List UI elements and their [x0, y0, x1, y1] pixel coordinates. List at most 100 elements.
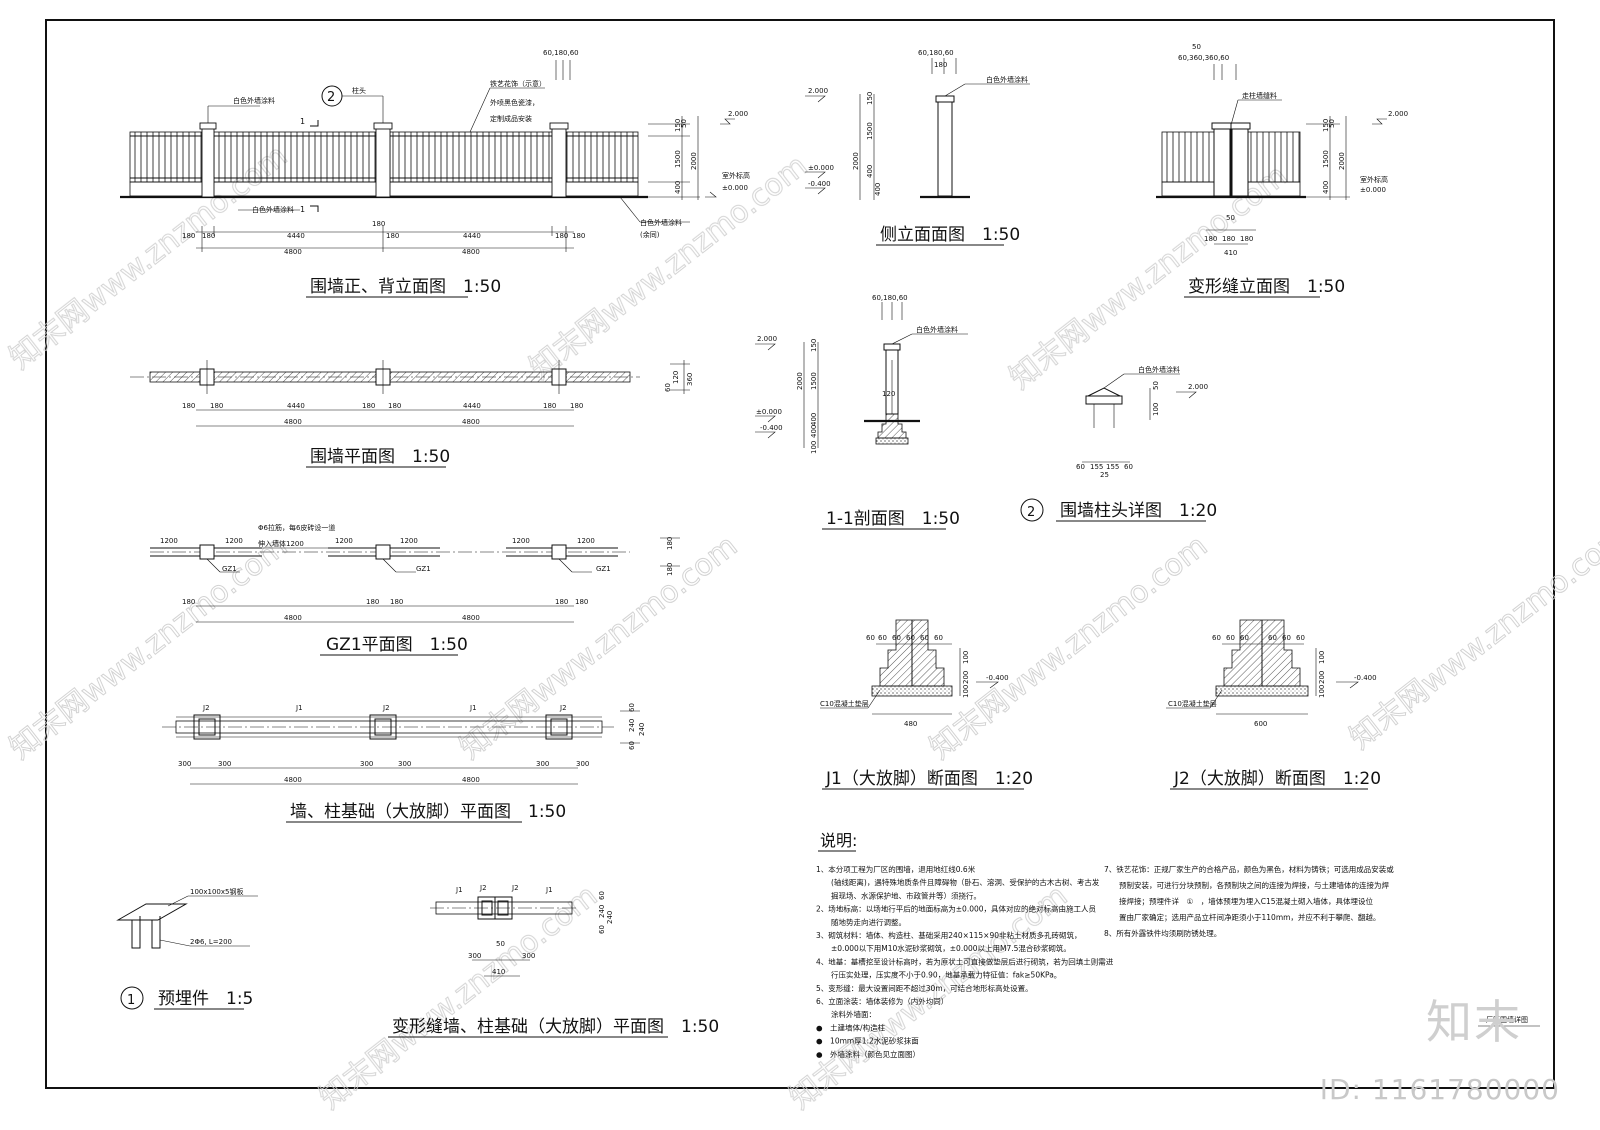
dim-text: 100: [1152, 403, 1160, 416]
dim-text: 1200: [160, 537, 178, 545]
dim-text: 180: [390, 598, 403, 606]
dim-text: 400: [866, 165, 874, 178]
label-pad: C10混凝土垫层: [820, 699, 869, 708]
dim-text: 410: [1224, 249, 1237, 257]
column-tag: GZ1: [222, 565, 237, 573]
dim-text: 180: [934, 61, 947, 69]
foundation-tag: J2: [202, 704, 210, 712]
foundation-tag: J1: [545, 886, 553, 894]
dim-text: 150: [674, 119, 682, 132]
dim-text: 100: [810, 441, 818, 454]
note-line: ● 外墙涂料（颜色见立面图）: [816, 1049, 920, 1059]
dim-text: 100: [1318, 685, 1326, 698]
gz1-plan: 1200 1200 1200 1200 1200 1200 Φ6拉筋，每6皮砖设…: [150, 523, 680, 656]
note-line: ● 土建墙体/构造柱: [816, 1022, 886, 1032]
dim-text: 240: [628, 719, 636, 732]
dim-text: 25: [1100, 471, 1109, 479]
dim-text: 300: [360, 760, 373, 768]
watermark-text: 知末网www.znzmo.com: [923, 528, 1214, 766]
dim-text: 60: [1212, 634, 1221, 642]
general-notes: 说明: 1、本分项工程为厂区的围墙，退用地红线0.6米 (轴线距离)，遇特殊地质…: [816, 831, 1394, 1059]
dim-text: 1500: [1322, 150, 1330, 168]
joint-foundation-plan: J1 J2 J2 J1 60 240 60 240 50 300 300 410…: [388, 884, 719, 1038]
foundation-tag: J2: [559, 704, 567, 712]
dim-text: 60: [1296, 634, 1305, 642]
view-title: 墙、柱基础（大放脚）平面图 1:50: [290, 802, 566, 822]
dim-text: 180: [182, 232, 195, 240]
dim-text: 410: [492, 968, 505, 976]
watermark-layer: 知末网www.znzmo.com 知末网www.znzmo.com 知末网www…: [3, 138, 1600, 1117]
dim-text: 100: [1318, 651, 1326, 664]
dim-text: 4440: [287, 232, 305, 240]
dim-text: 180: [182, 402, 195, 410]
elevation-mark: 2.000: [757, 335, 777, 343]
dim-text: 120: [672, 371, 680, 384]
note-line: 置由厂家确定；选用产品立杆间净距须小于110mm，并应不利于攀爬、翻越。: [1104, 912, 1380, 922]
label-rebar: Φ6拉筋，每6皮砖设一道: [258, 523, 335, 532]
dim-text: 60,180,60: [918, 49, 954, 57]
dim-text: 1500: [866, 122, 874, 140]
dim-text: 60,180,60: [872, 294, 908, 302]
dim-text: 60: [664, 383, 672, 392]
dim-text: 60: [920, 634, 929, 642]
watermark-text: 知末网www.znzmo.com: [1343, 518, 1600, 756]
detail-number: 1: [127, 993, 135, 1008]
dim-text: 4800: [284, 776, 302, 784]
view-title: 围墙平面图 1:50: [310, 447, 450, 467]
dim-text: 60: [878, 634, 887, 642]
dim-text: 240: [638, 723, 646, 736]
dim-text: 60: [1076, 463, 1085, 471]
label-plate: 100x100x5钢板: [190, 887, 243, 896]
dim-text: 50: [1328, 119, 1336, 128]
dim-text: 400: [1322, 181, 1330, 194]
dim-text: 240: [598, 905, 606, 918]
dim-text: 180: [575, 598, 588, 606]
note-line: 8、所有外露铁件均须刷防锈处理。: [1104, 928, 1221, 938]
elevation-mark: ±0.000: [756, 408, 782, 416]
dim-text: 60: [866, 634, 875, 642]
note-line: 行压实处理，压实度不小于0.90，地基承载力特征值：fak≥50KPa。: [816, 970, 1061, 980]
dim-text: 60: [598, 925, 606, 934]
dim-text: 60: [1124, 463, 1133, 471]
elevation-mark: -0.400: [986, 674, 1009, 682]
dim-text: 300: [522, 952, 535, 960]
dim-text: 60: [628, 703, 636, 712]
dim-text: 1500: [674, 150, 682, 168]
dim-text: 240: [606, 911, 614, 924]
elevation-mark: ±0.000: [808, 164, 834, 172]
foundation-tag: J1: [295, 704, 303, 712]
dim-text: 50: [1152, 381, 1160, 390]
note-line: 掘现场、水源保护地、市政管井等）须挠行。: [816, 890, 981, 900]
notes-right-column: 7、铁艺花饰：正规厂家生产的合格产品，颜色为黑色，材料为铸铁；可选用成品安装或 …: [1104, 864, 1394, 938]
dim-text: 2000: [1338, 152, 1346, 170]
label-bar: 2Φ6, L=200: [190, 938, 232, 946]
dim-text: 2000: [852, 152, 860, 170]
column-tag: GZ1: [596, 565, 611, 573]
elevation-mark: -0.400: [760, 424, 783, 432]
dim-text: 180: [366, 598, 379, 606]
label-paint: 白色外墙涂料: [1138, 365, 1180, 374]
detail-number: 2: [1027, 505, 1035, 520]
dim-text: 50: [496, 940, 505, 948]
joint-elevation: 50 60,360,360,60 走柱墙缝料 150 50 1500 400 2…: [1156, 43, 1408, 298]
label-paint: 白色外墙涂料: [640, 218, 682, 227]
dim-text: 60: [598, 891, 606, 900]
note-line: ±0.000以下用M10水泥砂浆砌筑，±0.000以上用M7.5混合砂浆砌筑。: [816, 943, 1071, 953]
view-title: 侧立面面图 1:50: [880, 225, 1020, 245]
elevation-mark: -0.400: [808, 180, 831, 188]
dim-text: 180: [386, 232, 399, 240]
dim-text: 200: [962, 671, 970, 684]
detail-ref-number: 2: [327, 90, 335, 105]
dim-text: 1200: [400, 537, 418, 545]
wall-plan: 60 120 360 180 180 4440 180 180 4440 180…: [130, 360, 694, 468]
elevation-mark: 2.000: [1188, 383, 1208, 391]
dim-text: 4800: [462, 614, 480, 622]
dim-text: 4800: [462, 248, 480, 256]
id-watermark: ID: 1161780000: [1319, 1073, 1560, 1106]
view-title: GZ1平面图 1:50: [326, 635, 468, 655]
note-line: 预制安装，可进行分块预制，各预制块之间的连接为焊接，与土建墙体的连接为焊: [1104, 880, 1389, 890]
dim-text: 155: [1106, 463, 1119, 471]
dim-text: 180: [202, 232, 215, 240]
elevation-mark: 2.000: [728, 110, 748, 118]
